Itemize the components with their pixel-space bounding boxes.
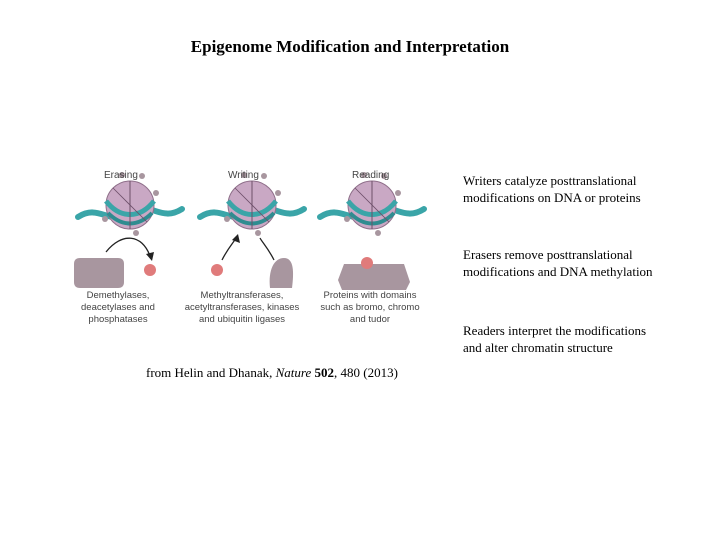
enzyme-writer — [269, 258, 294, 288]
caption-writing: Methyltransferases, acetyltransferases, … — [184, 290, 300, 325]
note-writers: Writers catalyze posttranslational modif… — [463, 173, 641, 205]
mark-read — [361, 257, 373, 269]
note-readers: Readers interpret the modifications and … — [463, 323, 647, 355]
mark-written — [211, 264, 223, 276]
caption-erasing: Demethylases, deacetylases and phosphata… — [81, 290, 155, 325]
column-heading-writing: Writing — [228, 170, 259, 181]
arrowhead-erasing — [146, 252, 154, 261]
epigenome-figure: Erasing Writing Reading Demethylases, de… — [72, 160, 432, 335]
nucleosome-writing — [200, 172, 304, 236]
arrowhead-writing-left — [232, 234, 240, 243]
note-erasers: Erasers remove posttranslational modific… — [463, 247, 653, 279]
column-heading-reading: Reading — [352, 170, 390, 181]
caption-reading: Proteins with domains such as bromo, chr… — [320, 290, 420, 325]
figure-credit: from Helin and Dhanak, Nature 502, 480 (… — [146, 365, 398, 380]
arrow-writing-right — [259, 237, 275, 261]
nucleosome-erasing — [78, 172, 182, 236]
arrow-erasing — [105, 237, 151, 257]
slide-title: Epigenome Modification and Interpretatio… — [190, 37, 510, 56]
epigenome-diagram — [74, 160, 432, 290]
enzyme-eraser — [74, 258, 124, 288]
arrow-writing-left — [221, 237, 237, 261]
enzyme-reader — [338, 264, 410, 290]
column-heading-erasing: Erasing — [104, 170, 138, 181]
nucleosome-reading — [320, 172, 424, 236]
mark-erased — [144, 264, 156, 276]
